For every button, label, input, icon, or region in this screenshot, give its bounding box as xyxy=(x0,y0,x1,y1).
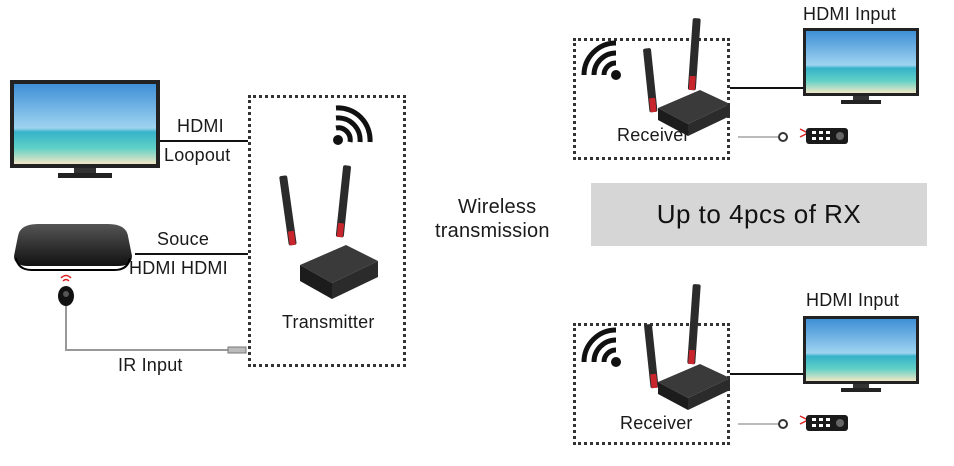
receiver-1-label: Receiver xyxy=(617,125,690,145)
souce-label: Souce xyxy=(157,229,210,249)
receiver-2-wifi-icon xyxy=(581,327,621,367)
transmitter-device xyxy=(279,165,378,299)
rx2-ir-emitter xyxy=(778,419,788,429)
receiver-2-tv xyxy=(803,316,919,392)
rx1-ir-emitter xyxy=(778,132,788,142)
loopout-tv xyxy=(10,80,160,178)
wireless-line2: transmission xyxy=(435,220,550,242)
transmitter-box xyxy=(248,95,406,367)
receiver-1-wifi-icon xyxy=(581,40,621,80)
receiver-2-remote-icon xyxy=(799,415,848,431)
wifi-icon xyxy=(333,105,373,145)
receiver-2-device xyxy=(644,284,730,410)
receiver-1-box xyxy=(573,38,730,160)
loopout-label: Loopout xyxy=(164,145,231,165)
receiver-2-tv-label: HDMI Input xyxy=(806,290,900,310)
receiver-1-remote-icon xyxy=(799,128,848,144)
ir-sensor xyxy=(58,274,74,306)
receiver-1-tv xyxy=(803,28,919,104)
receiver-1-tv-label: HDMI Input xyxy=(803,4,897,24)
ir-cable xyxy=(65,300,230,351)
source-box xyxy=(14,224,132,271)
wireless-line1: Wireless xyxy=(458,196,537,218)
ir-input-label: IR Input xyxy=(118,355,183,375)
transmitter-label: Transmitter xyxy=(282,312,375,332)
rx-count-banner: Up to 4pcs of RX xyxy=(591,183,927,246)
hdmi-hdmi-label: HDMI HDMI xyxy=(129,258,228,278)
receiver-1-device xyxy=(643,18,730,136)
receiver-2-label: Receiver xyxy=(620,413,693,433)
hdmi-label: HDMI xyxy=(177,116,224,136)
ir-jack xyxy=(227,346,247,354)
